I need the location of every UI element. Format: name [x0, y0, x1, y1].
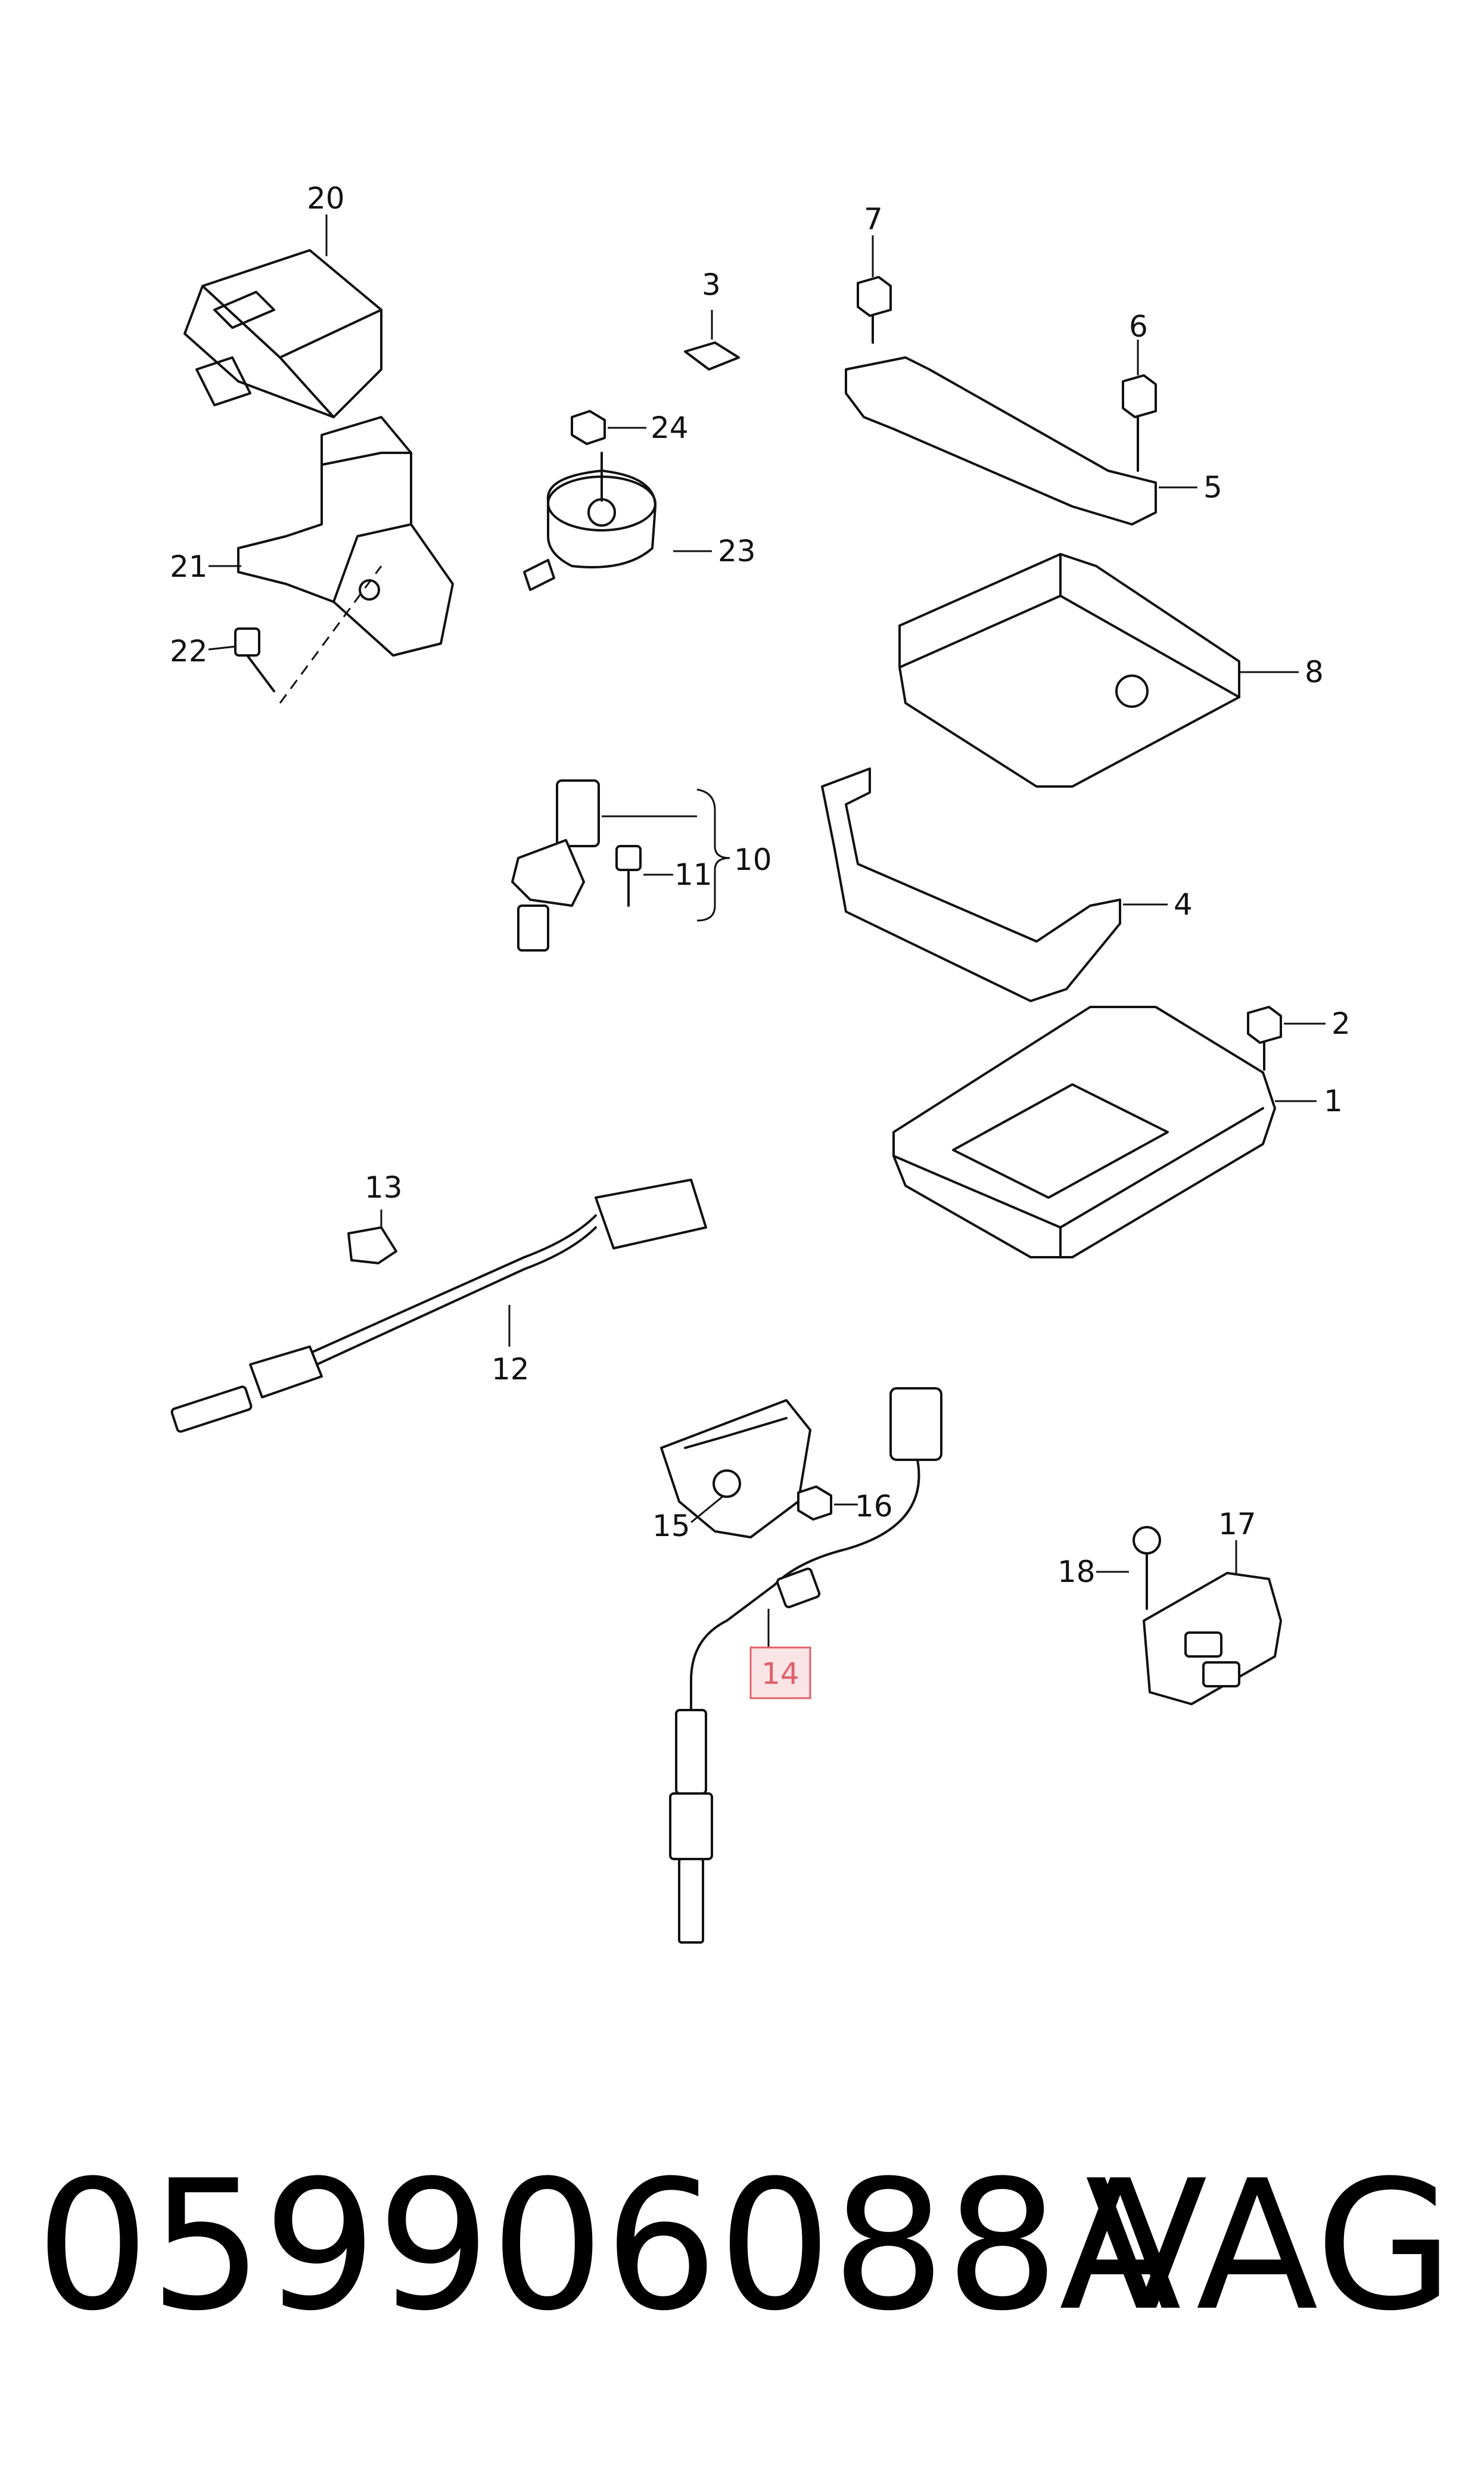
callout-17: 17 [1218, 1507, 1256, 1541]
part-23-rotary-switch [523, 452, 657, 591]
callout-22: 22 [170, 634, 208, 669]
callout-2: 2 [1331, 1006, 1351, 1041]
part-11-screw [615, 845, 642, 871]
part-1-tray [892, 1006, 1276, 1258]
part-8-control-unit [898, 553, 1240, 788]
part-2-bolt [1247, 1006, 1282, 1071]
part-16-nut [797, 1485, 832, 1521]
part-15-heat-shield [660, 1399, 811, 1538]
callout-8: 8 [1305, 655, 1324, 689]
brand-label: VAG [1085, 2142, 1454, 2350]
callout-21: 21 [170, 549, 208, 584]
part-3-pad [684, 341, 740, 371]
callout-23: 23 [718, 534, 756, 568]
part-10-sensor [511, 779, 600, 952]
callout-12: 12 [491, 1352, 530, 1387]
part-21-bracket [237, 416, 454, 657]
callout-16: 16 [855, 1489, 893, 1524]
callout-18: 18 [1057, 1555, 1096, 1589]
callout-11: 11 [674, 857, 713, 892]
part-17-pressure-sensor [1143, 1572, 1282, 1705]
callout-14: 14 [761, 1656, 799, 1691]
callout-15: 15 [652, 1509, 690, 1543]
callout-13: 13 [365, 1170, 403, 1205]
part-12-lambda-probe [170, 1179, 707, 1433]
callout-14-highlight-box [749, 1646, 811, 1699]
callout-3: 3 [702, 268, 721, 302]
callout-10: 10 [734, 843, 772, 877]
part-18-screw [1133, 1526, 1161, 1610]
callout-5: 5 [1203, 470, 1222, 505]
callout-20: 20 [307, 181, 345, 216]
part-4-bracket [821, 767, 1121, 1002]
part-13-clip [347, 1226, 397, 1264]
callout-7: 7 [864, 202, 883, 237]
part-14-temperature-sender [669, 1387, 942, 1944]
part-22-bolt [234, 565, 382, 704]
part-20-relay [183, 249, 382, 418]
callout-4: 4 [1174, 887, 1193, 922]
part-7-bolt [857, 276, 892, 344]
part-6-bolt [1122, 374, 1157, 472]
exploded-parts-diagram: 20 21 22 3 24 23 7 5 [170, 181, 1351, 1944]
part-5-bracket [845, 356, 1157, 526]
part-24-nut [571, 410, 606, 445]
callout-1: 1 [1324, 1084, 1343, 1118]
callout-24: 24 [651, 411, 689, 445]
part-number: 059906088A [36, 2142, 1182, 2350]
footer: 059906088A VAG [36, 2121, 1454, 2371]
callout-6: 6 [1129, 309, 1148, 344]
